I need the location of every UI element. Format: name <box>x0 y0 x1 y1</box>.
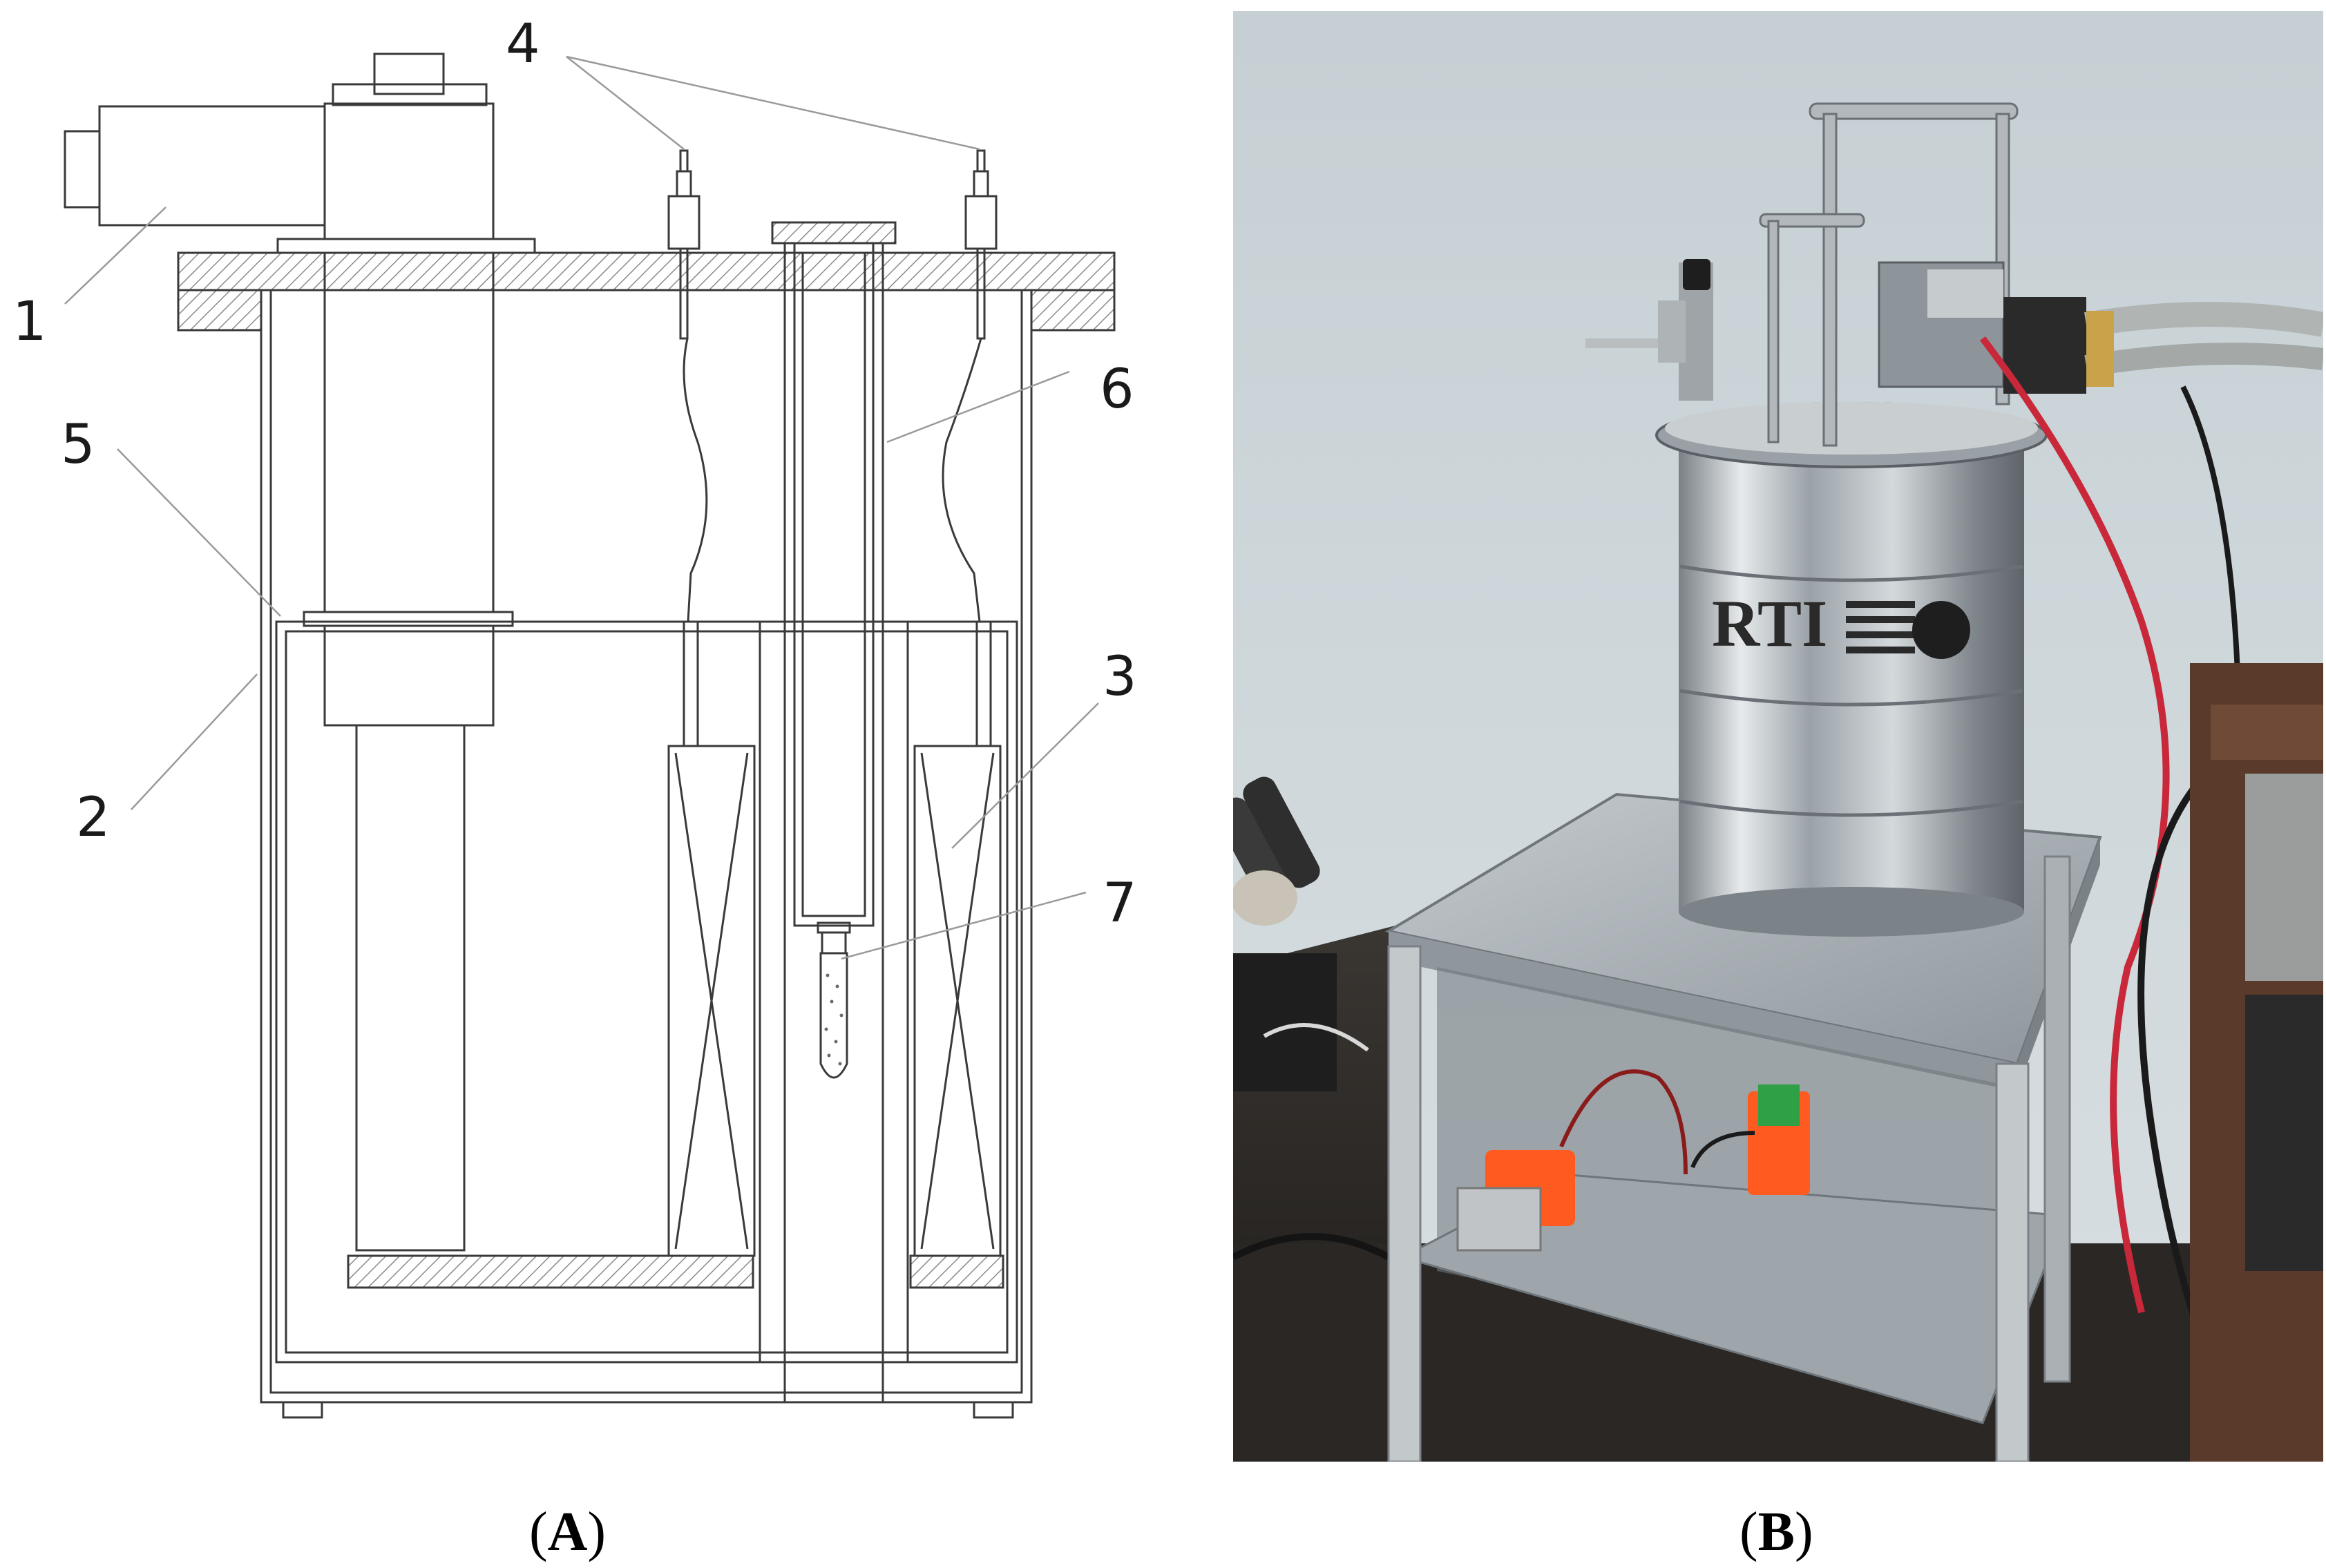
rti-logo-text: RTI <box>1712 586 1827 660</box>
warm-bore <box>783 243 884 1402</box>
inner-shield <box>275 620 1018 1364</box>
stand-leg <box>1387 945 1422 1462</box>
leader-line-6 <box>886 370 1070 443</box>
leader-line-5 <box>117 448 281 617</box>
cold-head-flange <box>276 238 536 254</box>
outer-vessel <box>260 290 1033 1404</box>
leader-line-3 <box>951 702 1099 849</box>
photograph: RTI <box>1233 11 2323 1462</box>
top-flange <box>177 251 1116 291</box>
cold-head-body <box>323 102 495 240</box>
top-flange-left-step <box>177 289 263 332</box>
sample-vial <box>817 921 851 1079</box>
cold-head-motor <box>64 130 101 209</box>
cryostat-can <box>1679 428 2024 912</box>
top-flange-right-step <box>1030 289 1116 332</box>
vessel-foot <box>973 1401 1014 1419</box>
cold-head-top <box>373 52 445 95</box>
label-1: 1 <box>12 291 47 353</box>
leader-line-2 <box>131 673 258 810</box>
schematic-diagram <box>64 52 1116 1419</box>
cold-head-motor-body <box>98 105 326 227</box>
vacuum-valve <box>1585 259 1713 401</box>
helium-hose <box>2084 302 2323 337</box>
cold-plate <box>347 1254 754 1289</box>
coil-support-right <box>909 1254 1004 1289</box>
label-6: 6 <box>1100 358 1134 421</box>
leader-line-1 <box>64 207 166 305</box>
cold-head-tube <box>323 251 495 613</box>
first-stage <box>323 624 495 727</box>
cryostat: RTI <box>1585 102 2323 1462</box>
cold-head <box>1878 261 2086 394</box>
caption-a: (A) <box>529 1502 606 1562</box>
cold-head-cap <box>332 83 488 106</box>
green-sensor <box>1758 1084 1800 1126</box>
leader-line-4b <box>566 55 980 151</box>
current-lead-right <box>942 149 998 622</box>
label-5: 5 <box>61 414 95 476</box>
current-lead-left <box>667 149 708 622</box>
label-4: 4 <box>506 13 540 75</box>
leader-line-7 <box>841 891 1087 960</box>
microscope <box>1233 776 1337 1091</box>
stand-leg <box>2043 855 2071 1383</box>
wooden-cabinet <box>2190 663 2323 1462</box>
second-stage <box>355 724 466 1252</box>
vessel-foot <box>282 1401 323 1419</box>
caption-b: (B) <box>1739 1502 1813 1562</box>
magnet-coil-left <box>667 745 756 1257</box>
helium-hose <box>2084 343 2323 377</box>
label-2: 2 <box>76 787 111 849</box>
rti-logo-mark <box>1846 601 1970 659</box>
red-cable <box>1980 336 2170 1314</box>
stand-leg <box>1995 1062 2030 1462</box>
first-stage-flange <box>303 611 514 627</box>
label-7: 7 <box>1103 872 1137 935</box>
label-3: 3 <box>1103 646 1137 708</box>
leader-line-4a <box>566 56 685 150</box>
bore-cap <box>771 221 897 245</box>
